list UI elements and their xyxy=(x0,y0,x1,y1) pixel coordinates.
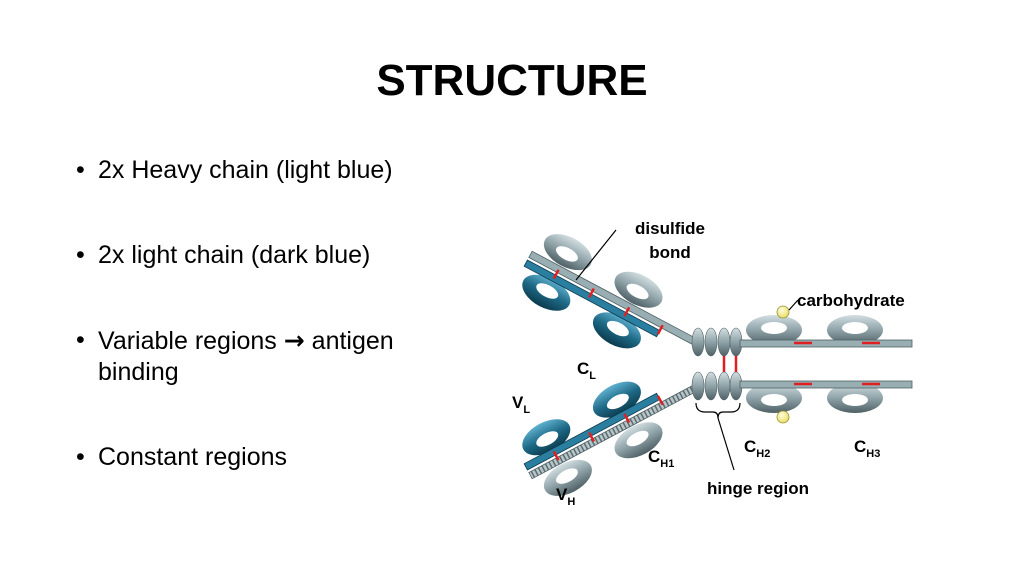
disulfide-leader-line xyxy=(575,229,617,281)
vl-label: VL xyxy=(512,393,530,416)
disulfide-bonds-lower-fab xyxy=(552,395,664,461)
carbohydrate-icon-lower xyxy=(776,410,790,424)
carbohydrate-leader-line xyxy=(788,299,799,311)
carbohydrate-icon-upper xyxy=(776,305,790,319)
fc-upper-chain xyxy=(739,315,913,348)
bullet-item-heavy-chain: • 2x Heavy chain (light blue) xyxy=(76,155,476,186)
bullet-dot-icon: • xyxy=(76,156,85,184)
bullet-text: 2x Heavy chain (light blue) xyxy=(98,156,393,184)
bullet-text: 2x light chain (dark blue) xyxy=(98,241,371,269)
ch3-label: CH3 xyxy=(854,437,880,460)
bullet-dot-icon: • xyxy=(76,326,85,354)
vh-label: VH xyxy=(556,485,575,508)
hinge-leader-line xyxy=(717,417,735,471)
bullet-list: • 2x Heavy chain (light blue) • 2x light… xyxy=(76,155,476,527)
carbohydrate-label: carbohydrate xyxy=(797,291,905,310)
hinge-disulfide-bonds xyxy=(722,356,738,372)
ch2-label: CH2 xyxy=(744,437,770,460)
bullet-text: Variable regions xyxy=(98,327,277,355)
fc-lower-chain xyxy=(739,380,913,413)
heavy-chain-vh-domain-upper xyxy=(543,234,592,271)
cl-label: CL xyxy=(577,359,596,382)
fc-disulfide-bonds xyxy=(794,341,880,386)
bullet-item-constant-regions: • Constant regions xyxy=(76,442,476,473)
heavy-chain-ch1-domain-upper xyxy=(614,271,663,308)
hinge-region-upper xyxy=(691,327,743,357)
disulfide-label-line2: bond xyxy=(649,243,691,262)
bullet-dot-icon: • xyxy=(76,443,85,471)
ch1-label: CH1 xyxy=(648,447,674,470)
hinge-bracket xyxy=(695,402,741,419)
bullet-item-variable-regions: • Variable regions → antigen binding xyxy=(76,325,476,388)
bullet-item-light-chain: • 2x light chain (dark blue) xyxy=(76,240,476,271)
heavy-chain-vh-domain-lower xyxy=(543,459,592,496)
slide-title: STRUCTURE xyxy=(376,56,648,105)
heavy-chain-ch1-domain-lower xyxy=(614,422,663,459)
disulfide-bonds-upper-fab xyxy=(552,269,664,335)
antibody-diagram: disulfide bond carbohydrate CL VL VH CH1… xyxy=(512,219,913,508)
bullet-text: binding xyxy=(98,358,179,386)
right-arrow-icon: → xyxy=(283,326,305,355)
lower-fab-arm xyxy=(522,381,699,496)
hinge-region-label: hinge region xyxy=(707,479,809,498)
disulfide-label-line1: disulfide xyxy=(635,219,705,238)
hinge-region-lower xyxy=(691,371,743,401)
bullet-text: Constant regions xyxy=(98,443,288,471)
bullet-text: antigen xyxy=(311,327,394,355)
upper-fab-arm xyxy=(522,234,699,349)
bullet-dot-icon: • xyxy=(76,241,85,269)
